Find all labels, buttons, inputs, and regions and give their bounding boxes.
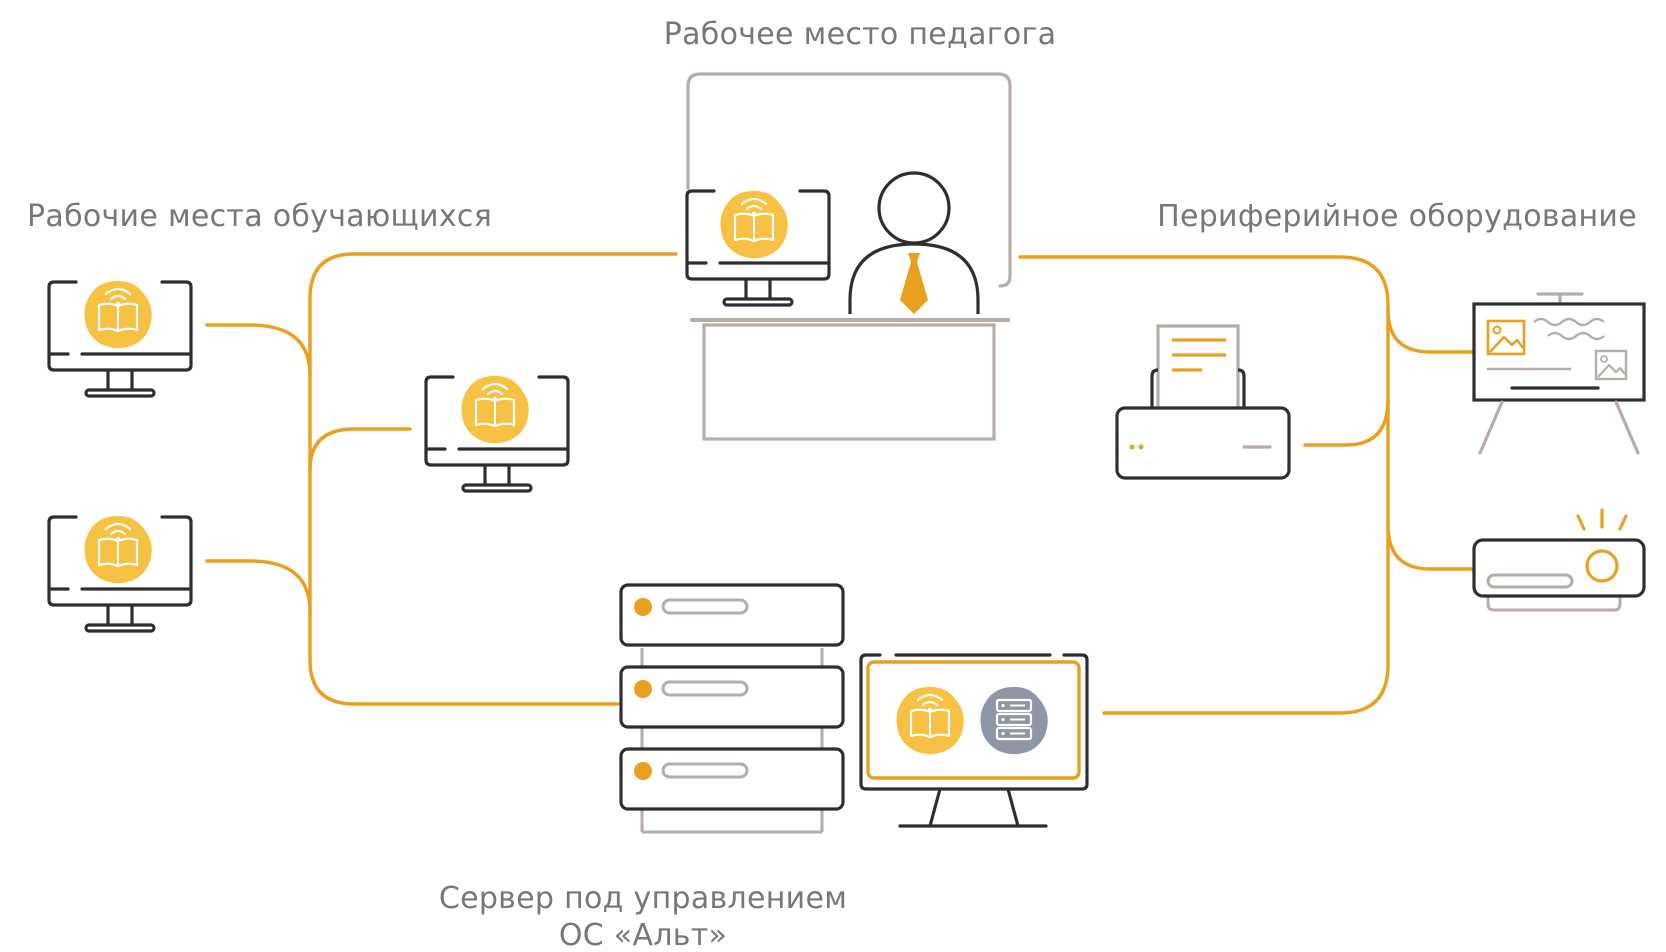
student-workstation-3: [47, 514, 193, 633]
link-student1: [205, 323, 312, 377]
teacher-book-wifi-badge-icon: [719, 189, 789, 260]
label-peripherals: Периферийное оборудование: [1157, 199, 1637, 234]
link-student2: [308, 427, 412, 472]
teacher-person-icon: [848, 171, 980, 314]
tie-icon: [900, 253, 928, 314]
server-badge-icon: [979, 685, 1049, 756]
server-book-wifi-badge-icon: [895, 685, 965, 756]
server-monitor-icon: [859, 653, 1089, 828]
teacher-frame: [686, 72, 1012, 288]
printer-icon: [1115, 324, 1291, 480]
wave-line: [1533, 317, 1605, 327]
server-unit-1: [619, 583, 845, 647]
image-icon-gray: [1594, 349, 1628, 381]
image-icon-orange: [1486, 319, 1526, 356]
link-student3: [205, 559, 312, 613]
link-whiteboard: [1386, 308, 1474, 354]
link-projector: [1386, 523, 1474, 571]
student-workstation-2: [424, 374, 570, 493]
student-book-wifi-badge-1-icon: [83, 279, 153, 350]
server-unit-3: [619, 747, 845, 811]
server-unit-2: [619, 665, 845, 729]
desk-icon: [690, 318, 1010, 441]
link-teacher-to-students: [308, 252, 678, 706]
server-rack-icon: [619, 583, 845, 834]
link-teacher-to-peripherals: [1018, 255, 1390, 715]
student-book-wifi-badge-3-icon: [83, 514, 153, 585]
connection-lines: [205, 252, 1474, 715]
link-printer: [1303, 398, 1390, 447]
student-book-wifi-badge-2-icon: [460, 374, 530, 445]
student-workstation-1: [47, 279, 193, 398]
wave-line: [1547, 331, 1605, 341]
whiteboard-icon: [1472, 292, 1646, 455]
label-teacher-workstation: Рабочее место педагога: [664, 17, 1057, 52]
label-server-line1: Сервер под управлением: [439, 881, 847, 916]
projector-icon: [1472, 508, 1646, 612]
label-student-workstations: Рабочие места обучающихся: [27, 199, 492, 234]
label-server-line2: ОС «Альт»: [559, 918, 727, 952]
teacher-workstation: [685, 72, 1012, 441]
